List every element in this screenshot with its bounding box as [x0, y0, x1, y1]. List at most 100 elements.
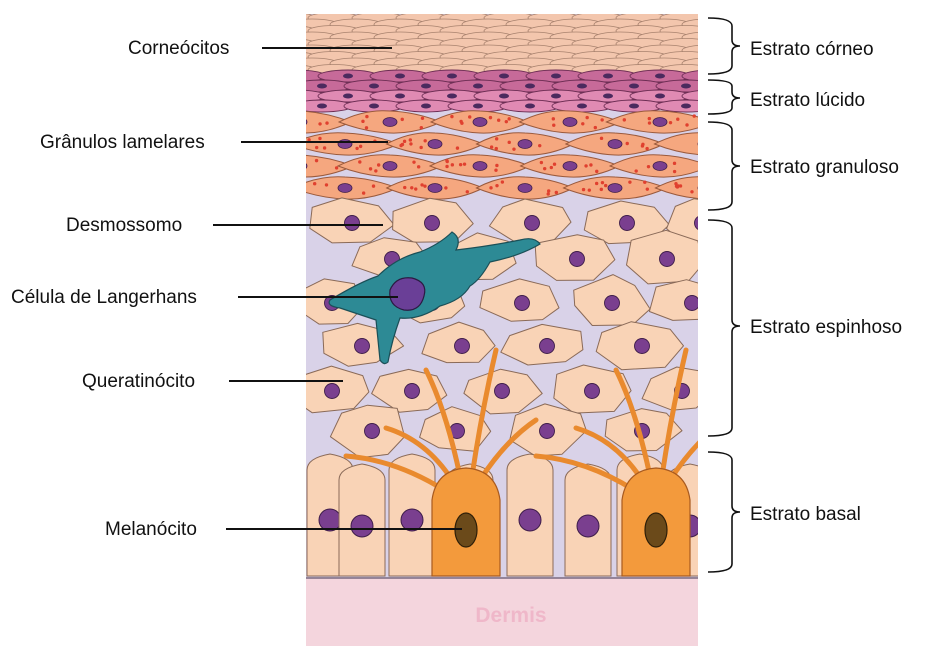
lamellar-granule	[420, 183, 423, 186]
lucidum-nucleus	[525, 84, 535, 89]
granular-nucleus	[293, 162, 307, 171]
lamellar-granule	[693, 114, 696, 117]
lucidum-nucleus	[343, 94, 353, 99]
lamellar-granule	[318, 137, 321, 140]
lamellar-granule	[409, 142, 412, 145]
granular-nucleus	[338, 140, 352, 149]
lamellar-granule	[595, 182, 598, 185]
label-estrato-basal: Estrato basal	[750, 504, 861, 525]
lamellar-granule	[450, 115, 453, 118]
lamellar-granule	[315, 146, 318, 149]
lamellar-granule	[456, 146, 459, 149]
lamellar-granule	[377, 163, 380, 166]
lamellar-granule	[724, 147, 727, 150]
lucidum-nucleus	[629, 84, 639, 89]
lamellar-granule	[412, 160, 415, 163]
lamellar-granule	[362, 191, 365, 194]
lucidum-nucleus	[707, 94, 717, 99]
lucidum-nucleus	[473, 104, 483, 109]
label-estrato-corneo: Estrato córneo	[750, 39, 874, 60]
lamellar-granule	[365, 126, 368, 129]
lamellar-granule	[280, 120, 283, 123]
keratinocyte-nucleus	[515, 296, 530, 311]
keratinocyte-nucleus	[620, 216, 635, 231]
lamellar-granule	[714, 141, 717, 144]
lamellar-granule	[594, 126, 597, 129]
lamellar-granule	[685, 123, 688, 126]
lamellar-granule	[361, 120, 364, 123]
lamellar-granule	[626, 142, 629, 145]
keratinocyte-nucleus	[525, 216, 540, 231]
lamellar-granule	[315, 159, 318, 162]
lamellar-granule	[279, 122, 282, 125]
keratinocyte-nucleus	[365, 424, 380, 439]
lamellar-granule	[512, 147, 515, 150]
lamellar-granule	[669, 121, 672, 124]
lucidum-nucleus	[681, 84, 691, 89]
lamellar-granule	[552, 123, 555, 126]
lucidum-nucleus	[421, 84, 431, 89]
basal-nucleus	[319, 509, 341, 531]
lamellar-granule	[507, 117, 510, 120]
granular-nucleus	[473, 118, 487, 127]
brace-corneo	[708, 18, 740, 74]
lamellar-granule	[494, 169, 497, 172]
lamellar-granule	[459, 163, 462, 166]
lamellar-granule	[263, 170, 266, 173]
keratinocyte-nucleus	[585, 384, 600, 399]
lamellar-granule	[600, 188, 603, 191]
label-desmossomo: Desmossomo	[66, 215, 182, 236]
keratinocyte-nucleus	[345, 216, 360, 231]
granular-nucleus	[608, 140, 622, 149]
lamellar-granule	[401, 118, 404, 121]
granular-nucleus	[563, 162, 577, 171]
lamellar-granule	[489, 186, 492, 189]
lamellar-granule	[589, 163, 592, 166]
granular-nucleus	[653, 162, 667, 171]
granular-nucleus	[518, 140, 532, 149]
lamellar-granule	[372, 184, 375, 187]
lamellar-granule	[647, 165, 650, 168]
lamellar-granule	[417, 165, 420, 168]
lamellar-granule	[673, 162, 676, 165]
lucidum-nucleus	[369, 84, 379, 89]
lamellar-granule	[459, 120, 462, 123]
lucidum-nucleus	[317, 104, 327, 109]
right-labels: Estrato córneo Estrato lúcido Estrato gr…	[708, 18, 902, 572]
lamellar-granule	[420, 126, 423, 129]
lamellar-granule	[547, 192, 550, 195]
lamellar-granule	[600, 137, 603, 140]
lucidum-nucleus	[447, 74, 457, 79]
lucidum-nucleus	[395, 94, 405, 99]
lamellar-granule	[410, 186, 413, 189]
lamellar-granule	[582, 188, 585, 191]
lamellar-granule	[274, 121, 277, 124]
keratinocyte-nucleus	[425, 216, 440, 231]
lamellar-granule	[646, 187, 649, 190]
label-melanocito: Melanócito	[105, 519, 197, 540]
granular-nucleus	[608, 184, 622, 193]
lucidum-nucleus	[551, 94, 561, 99]
lamellar-granule	[403, 140, 406, 143]
lamellar-granule	[547, 189, 550, 192]
lamellar-granule	[451, 163, 454, 166]
granular-nucleus	[563, 118, 577, 127]
lamellar-granule	[676, 185, 679, 188]
lamellar-granule	[648, 117, 651, 120]
lamellar-granule	[581, 122, 584, 125]
lamellar-granule	[737, 143, 740, 146]
granular-nucleus	[293, 118, 307, 127]
lamellar-granule	[643, 181, 646, 184]
label-queratinocito: Queratinócito	[82, 371, 195, 392]
lucidum-nucleus	[525, 104, 535, 109]
lamellar-granule	[399, 144, 402, 147]
lucidum-nucleus	[473, 84, 483, 89]
granular-nucleus	[698, 140, 712, 149]
brace-granuloso	[708, 122, 740, 210]
lamellar-granule	[414, 187, 417, 190]
lamellar-granule	[323, 146, 326, 149]
lamellar-granule	[468, 115, 471, 118]
lamellar-granule	[501, 180, 504, 183]
keratinocyte-nucleus	[455, 339, 470, 354]
lamellar-granule	[497, 119, 500, 122]
